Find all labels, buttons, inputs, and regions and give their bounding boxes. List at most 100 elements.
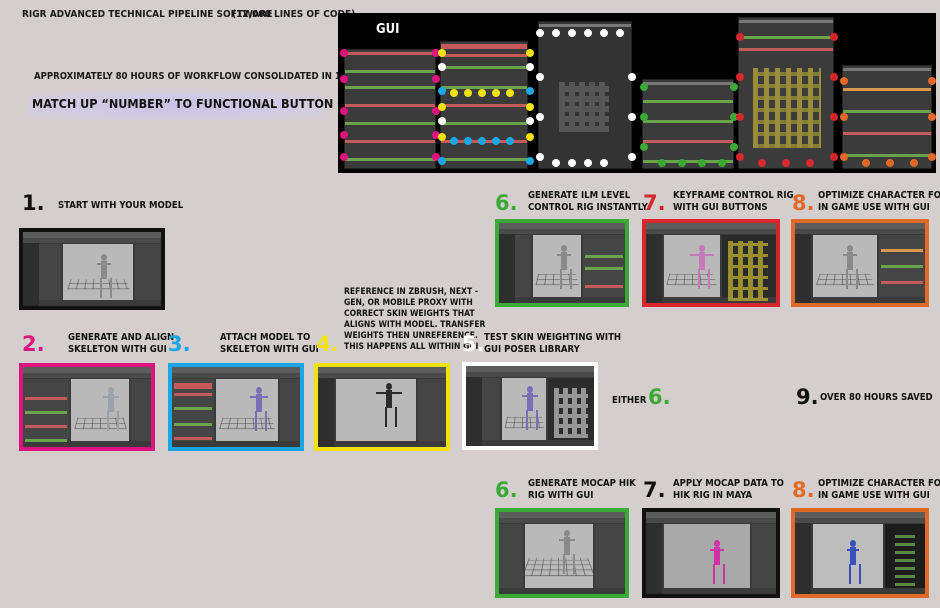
- gui-marker-dot: [340, 131, 348, 139]
- either-label: EITHER: [612, 395, 647, 406]
- gui-marker-dot: [536, 73, 544, 81]
- gui-marker-dot: [730, 113, 738, 121]
- gui-marker-dot: [584, 29, 592, 37]
- gui-marker-dot: [526, 133, 534, 141]
- gui-window-5: [738, 17, 834, 169]
- gui-window-6: [842, 65, 932, 169]
- gui-marker-dot: [526, 87, 534, 95]
- gui-overview-panel: GUI: [338, 13, 936, 173]
- gui-marker-dot: [830, 33, 838, 41]
- gui-marker-dot: [536, 29, 544, 37]
- gui-marker-dot: [526, 117, 534, 125]
- gui-marker-dot: [782, 159, 790, 167]
- gui-marker-dot: [698, 159, 706, 167]
- gui-marker-dot: [862, 159, 870, 167]
- instruction-text: MATCH UP “NUMBER” TO FUNCTIONAL BUTTON O…: [32, 96, 398, 111]
- gui-marker-dot: [438, 157, 446, 165]
- gui-marker-dot: [730, 83, 738, 91]
- gui-marker-dot: [628, 73, 636, 81]
- either-number: 6.: [648, 385, 671, 409]
- gui-marker-dot: [830, 113, 838, 121]
- gui-marker-dot: [438, 117, 446, 125]
- gui-marker-dot: [506, 89, 514, 97]
- gui-marker-dot: [526, 63, 534, 71]
- gui-marker-dot: [830, 153, 838, 161]
- character-figure: [559, 530, 575, 578]
- gui-marker-dot: [340, 153, 348, 161]
- gui-marker-dot: [840, 113, 848, 121]
- step-6b-text: GENERATE MOCAP HIK RIG WITH GUI: [528, 478, 636, 502]
- gui-marker-dot: [552, 29, 560, 37]
- step-8a-number: 8.: [792, 191, 815, 215]
- gui-marker-dot: [432, 49, 440, 57]
- gui-marker-dot: [640, 143, 648, 151]
- gui-marker-dot: [526, 157, 534, 165]
- step-7a-number: 7.: [643, 191, 666, 215]
- gui-marker-dot: [506, 137, 514, 145]
- gui-marker-dot: [584, 159, 592, 167]
- step-2-screenshot: [19, 363, 155, 451]
- step-9-number: 9.: [796, 385, 819, 409]
- step-3-number: 3.: [168, 332, 191, 356]
- step-6b-screenshot: [495, 508, 629, 598]
- gui-marker-dot: [432, 153, 440, 161]
- step-4-screenshot: [314, 363, 450, 451]
- gui-marker-dot: [928, 153, 936, 161]
- step-8a-screenshot: [791, 219, 929, 307]
- character-figure: [557, 245, 572, 289]
- gui-marker-dot: [600, 159, 608, 167]
- step-7b-screenshot: [642, 508, 780, 598]
- gui-marker-dot: [464, 137, 472, 145]
- character-figure: [250, 387, 268, 431]
- gui-marker-dot: [736, 33, 744, 41]
- instruction-banner: [28, 92, 324, 120]
- gui-marker-dot: [478, 137, 486, 145]
- gui-marker-dot: [806, 159, 814, 167]
- character-figure: [522, 386, 538, 430]
- gui-marker-dot: [736, 153, 744, 161]
- gui-marker-dot: [840, 153, 848, 161]
- gui-marker-dot: [340, 75, 348, 83]
- gui-marker-dot: [552, 159, 560, 167]
- step-5-text: TEST SKIN WEIGHTING WITH GUI POSER LIBRA…: [484, 332, 622, 356]
- gui-marker-dot: [886, 159, 894, 167]
- gui-marker-dot: [438, 103, 446, 111]
- gui-marker-dot: [432, 131, 440, 139]
- step-5-number: 5.: [462, 332, 485, 356]
- character-figure: [97, 254, 112, 298]
- gui-marker-dot: [718, 159, 726, 167]
- gui-marker-dot: [678, 159, 686, 167]
- gui-marker-dot: [438, 63, 446, 71]
- gui-marker-dot: [526, 49, 534, 57]
- gui-marker-dot: [758, 159, 766, 167]
- step-6b-number: 6.: [495, 478, 518, 502]
- gui-marker-dot: [536, 153, 544, 161]
- gui-marker-dot: [340, 107, 348, 115]
- gui-marker-dot: [658, 159, 666, 167]
- character-figure: [103, 387, 119, 431]
- gui-marker-dot: [928, 77, 936, 85]
- gui-marker-dot: [640, 113, 648, 121]
- gui-marker-dot: [492, 89, 500, 97]
- gui-label: GUI: [376, 22, 400, 37]
- step-1-text: START WITH YOUR MODEL: [58, 200, 184, 211]
- gui-window-1: [344, 49, 436, 169]
- gui-marker-dot: [830, 73, 838, 81]
- step-7a-text: KEYFRAME CONTROL RIG WITH GUI BUTTONS: [673, 190, 794, 214]
- gui-marker-dot: [450, 89, 458, 97]
- character-figure: [376, 383, 402, 433]
- gui-marker-dot: [616, 29, 624, 37]
- gui-marker-dot: [536, 113, 544, 121]
- gui-marker-dot: [640, 83, 648, 91]
- step-6a-number: 6.: [495, 191, 518, 215]
- gui-marker-dot: [492, 137, 500, 145]
- step-4-number: 4.: [316, 332, 339, 356]
- gui-marker-dot: [438, 49, 446, 57]
- gui-marker-dot: [478, 89, 486, 97]
- step-6a-text: GENERATE ILM LEVEL CONTROL RIG INSTANTLY: [528, 190, 648, 214]
- gui-marker-dot: [736, 113, 744, 121]
- gui-marker-dot: [910, 159, 918, 167]
- gui-marker-dot: [526, 103, 534, 111]
- gui-marker-dot: [600, 29, 608, 37]
- gui-window-3: [538, 21, 632, 169]
